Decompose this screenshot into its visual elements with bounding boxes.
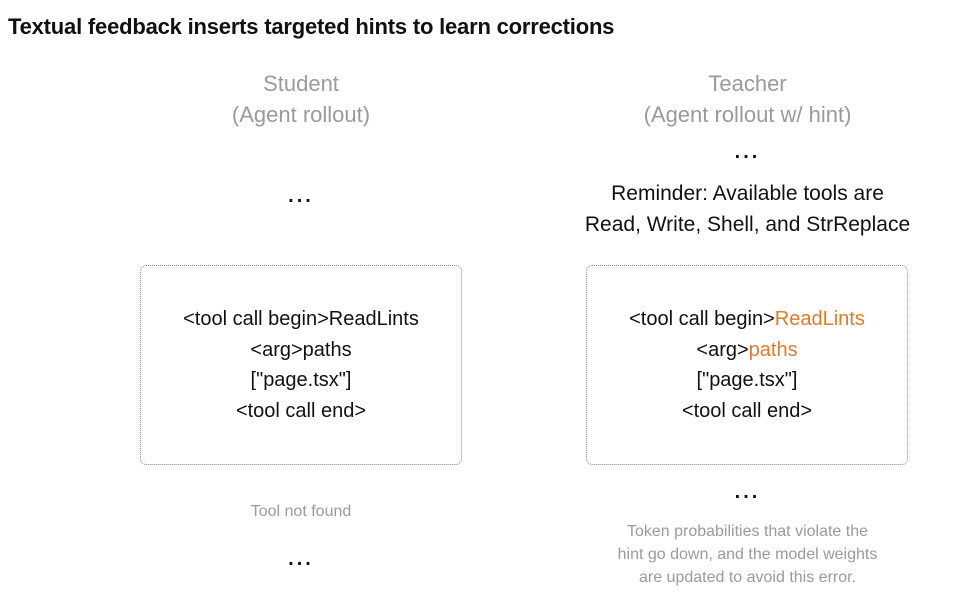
teacher-reminder-line-2: Read, Write, Shell, and StrReplace [584, 213, 911, 236]
student-code-arg-tag: <arg> [250, 338, 303, 361]
student-code-line-3: ["page.tsx"] [250, 369, 352, 391]
teacher-tool-call-code: <tool call begin>ReadLints <arg>paths ["… [629, 304, 865, 426]
teacher-tool-call-box: <tool call begin>ReadLints <arg>paths ["… [586, 265, 908, 465]
student-code-line-4: <tool call end> [235, 399, 367, 422]
teacher-subheading: (Agent rollout w/ hint) [643, 102, 852, 127]
diagram-title: Textual feedback inserts targeted hints … [8, 14, 615, 39]
teacher-ellipsis-bottom: ... [734, 481, 761, 503]
student-ellipsis-top: ... [288, 185, 314, 207]
student-tool-call-box: <tool call begin>ReadLints <arg>paths ["… [140, 265, 462, 465]
student-tool-call-code: <tool call begin>ReadLints <arg>paths ["… [183, 304, 419, 426]
teacher-code-line-3: ["page.tsx"] [696, 369, 798, 391]
student-code-arg-name: paths [302, 338, 352, 361]
teacher-heading: Teacher [708, 71, 787, 96]
teacher-ellipsis-top: ... [734, 141, 761, 163]
teacher-code-line-2: <arg>paths [629, 335, 865, 366]
teacher-code-line-1: <tool call begin>ReadLints [629, 304, 865, 335]
teacher-note-line-1: Token probabilities that violate the [626, 523, 869, 540]
student-code-line-2: <arg>paths [183, 335, 419, 366]
teacher-note-line-3: are updated to avoid this error. [638, 569, 857, 586]
teacher-code-line-4: <tool call end> [681, 399, 813, 422]
teacher-code-tag: <tool call begin> [629, 308, 775, 330]
student-ellipsis-bottom: ... [288, 548, 314, 570]
student-code-tool-name: ReadLints [328, 308, 419, 330]
student-feedback-text: Tool not found [250, 503, 352, 520]
student-code-line-1: <tool call begin>ReadLints [183, 304, 419, 335]
student-subheading: (Agent rollout) [231, 102, 371, 127]
student-code-tag: <tool call begin> [183, 308, 329, 330]
teacher-code-arg-name-highlighted: paths [748, 338, 798, 361]
student-heading: Student [263, 71, 339, 96]
teacher-note-line-2: hint go down, and the model weights [617, 546, 878, 563]
teacher-code-tool-name-highlighted: ReadLints [774, 308, 865, 330]
teacher-code-arg-tag: <arg> [696, 338, 749, 361]
teacher-reminder-line-1: Reminder: Available tools are [611, 182, 884, 205]
